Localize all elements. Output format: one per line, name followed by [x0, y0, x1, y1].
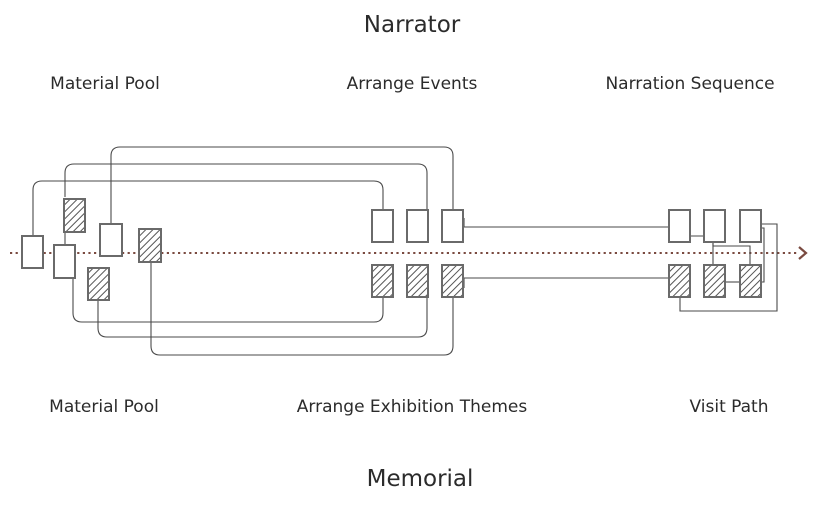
event-box-1 — [371, 209, 394, 243]
sequence-box-3 — [739, 209, 762, 243]
sequence-box-2 — [703, 209, 726, 243]
material-pool-bottom-label: Material Pool — [49, 397, 159, 417]
connector-loop-5 — [97, 297, 428, 338]
material-box-hatched — [138, 228, 162, 263]
material-box — [53, 244, 76, 279]
visit-box-1 — [668, 264, 691, 298]
sequence-link-2 — [712, 243, 751, 264]
arrange-exhibition-themes-label: Arrange Exhibition Themes — [296, 397, 528, 417]
connector-loop-2 — [64, 163, 428, 210]
theme-box-2 — [406, 264, 429, 298]
sequence-connector-top — [463, 218, 669, 228]
theme-box-1 — [371, 264, 394, 298]
visit-path-loop — [679, 223, 778, 312]
connector-loop-4 — [72, 278, 384, 323]
material-box-hatched — [63, 198, 86, 233]
visit-path-label: Visit Path — [689, 397, 769, 417]
sequence-connector-bottom — [463, 277, 669, 288]
event-box-2 — [406, 209, 429, 243]
arrange-events-label: Arrange Events — [346, 74, 478, 94]
theme-box-3 — [441, 264, 464, 298]
connector-loop-6 — [150, 262, 454, 356]
memorial-title: Memorial — [366, 466, 474, 492]
material-pool-top-label: Material Pool — [50, 74, 160, 94]
narration-sequence-label: Narration Sequence — [605, 74, 775, 94]
sequence-box-1 — [668, 209, 691, 243]
timeline-arrow-icon — [798, 246, 808, 260]
event-box-3 — [441, 209, 464, 243]
connector-loop-3 — [110, 146, 454, 224]
visit-box-3 — [739, 264, 762, 298]
connector-loop-1 — [32, 180, 384, 236]
visit-box-2 — [703, 264, 726, 298]
narrator-title: Narrator — [363, 12, 461, 38]
material-box — [21, 235, 44, 269]
material-box — [99, 223, 123, 257]
material-box-hatched — [87, 267, 110, 301]
